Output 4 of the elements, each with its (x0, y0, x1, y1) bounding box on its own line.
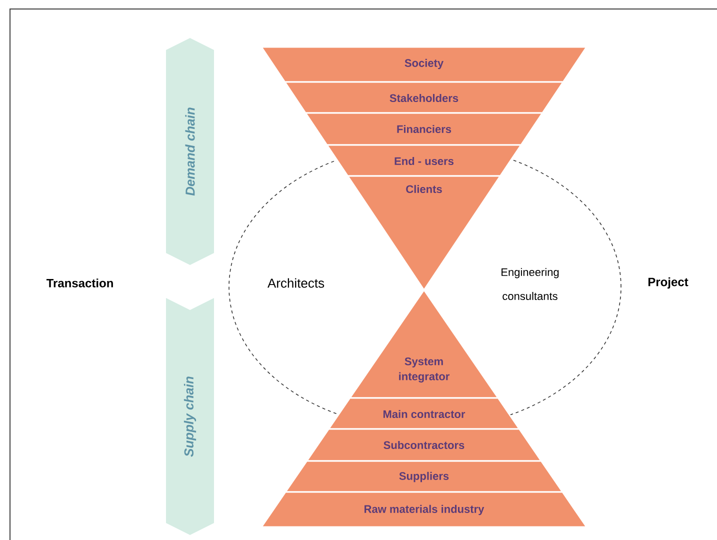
text-label: Transaction (46, 278, 113, 288)
text-label: Engineering consultants (502, 268, 559, 300)
text-label: Project (648, 277, 688, 289)
text-label: Architects (268, 278, 324, 288)
